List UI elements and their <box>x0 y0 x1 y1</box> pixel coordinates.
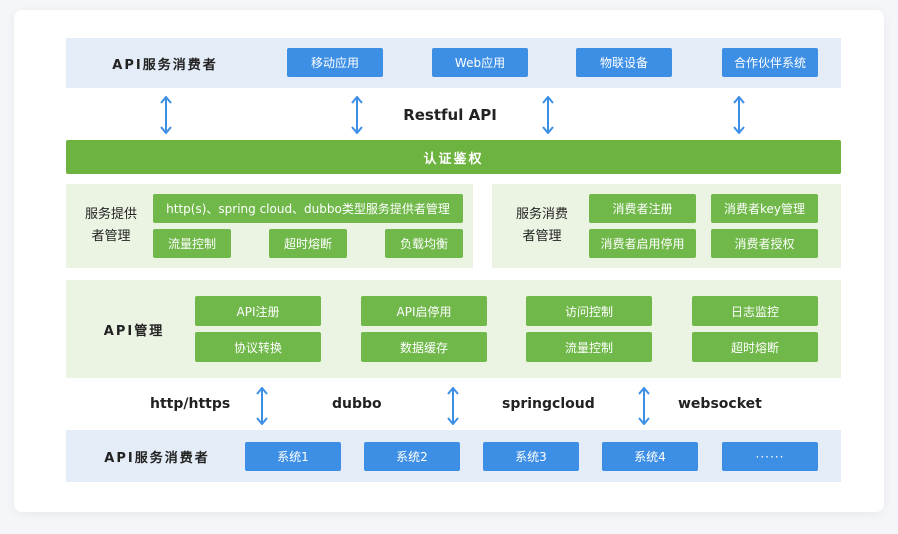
provider-mgmt-item-timeout: 超时熔断 <box>269 229 347 258</box>
consumer-top-item-iot: 物联设备 <box>576 48 672 77</box>
api-mgmt-item-log: 日志监控 <box>692 296 818 326</box>
api-mgmt-item-enable: API启停用 <box>361 296 487 326</box>
provider-mgmt-item-traffic: 流量控制 <box>153 229 231 258</box>
protocol-springcloud: springcloud <box>502 396 595 412</box>
consumer-bottom-item-more: ······ <box>722 442 818 471</box>
double-arrow-icon <box>638 387 650 425</box>
double-arrow-icon <box>542 96 554 134</box>
consumer-mgmt-item-auth: 消费者授权 <box>711 229 818 258</box>
protocol-http: http/https <box>150 396 231 412</box>
consumer-top-item-web: Web应用 <box>432 48 528 77</box>
provider-mgmt-wide-item: http(s)、spring cloud、dubbo类型服务提供者管理 <box>153 194 463 223</box>
double-arrow-icon <box>256 387 268 425</box>
protocol-websocket: websocket <box>678 396 762 412</box>
consumer-bottom-item-4: 系统4 <box>602 442 698 471</box>
consumer-mgmt-item-key: 消费者key管理 <box>711 194 818 223</box>
provider-mgmt-label-line2: 者管理 <box>91 229 131 244</box>
consumer-mgmt-label-line1: 服务消费 <box>515 207 568 222</box>
auth-bar-label: 认证鉴权 <box>423 151 484 167</box>
provider-mgmt-item-balance: 负载均衡 <box>385 229 463 258</box>
consumer-top-item-mobile: 移动应用 <box>287 48 383 77</box>
api-mgmt-item-cache: 数据缓存 <box>361 332 487 362</box>
consumer-bottom-label: API服务消费者 <box>104 450 210 466</box>
consumer-bottom-item-1: 系统1 <box>245 442 341 471</box>
api-mgmt-item-protocol: 协议转换 <box>195 332 321 362</box>
double-arrow-icon <box>733 96 745 134</box>
api-mgmt-item-timeout: 超时熔断 <box>692 332 818 362</box>
auth-bar: 认证鉴权 <box>66 140 841 174</box>
consumer-bottom-item-3: 系统3 <box>483 442 579 471</box>
provider-mgmt-label: 服务提供 者管理 <box>76 204 146 248</box>
consumer-top-label: API服务消费者 <box>112 57 218 73</box>
consumer-mgmt-label-line2: 者管理 <box>522 229 562 244</box>
provider-mgmt-label-line1: 服务提供 <box>84 207 137 222</box>
consumer-mgmt-item-register: 消费者注册 <box>589 194 696 223</box>
protocol-dubbo: dubbo <box>332 396 382 412</box>
consumer-mgmt-label: 服务消费 者管理 <box>505 204 579 248</box>
api-mgmt-label: API管理 <box>103 323 165 339</box>
api-mgmt-item-register: API注册 <box>195 296 321 326</box>
restful-api-label: Restful API <box>403 106 497 124</box>
api-mgmt-band <box>66 280 841 378</box>
api-mgmt-item-access: 访问控制 <box>526 296 652 326</box>
consumer-top-item-partner: 合作伙伴系统 <box>722 48 818 77</box>
double-arrow-icon <box>447 387 459 425</box>
consumer-bottom-item-2: 系统2 <box>364 442 460 471</box>
consumer-mgmt-item-enable: 消费者启用停用 <box>589 229 696 258</box>
double-arrow-icon <box>351 96 363 134</box>
api-mgmt-item-traffic: 流量控制 <box>526 332 652 362</box>
double-arrow-icon <box>160 96 172 134</box>
